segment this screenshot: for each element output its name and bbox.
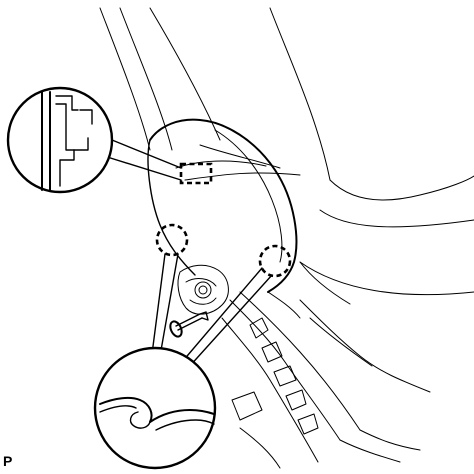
figure-reference-code: P bbox=[3, 453, 13, 469]
claw-marker-lower bbox=[258, 244, 292, 278]
clip-detail-callout bbox=[6, 86, 114, 194]
claw-marker-upper bbox=[155, 223, 189, 257]
top-callout-leader bbox=[103, 139, 182, 181]
bottom-callout-leader bbox=[151, 253, 273, 369]
screw-icon bbox=[169, 311, 209, 338]
clip-marker bbox=[179, 162, 213, 185]
claw-detail-callout bbox=[93, 346, 217, 470]
seatback-outline bbox=[99, 7, 474, 305]
side-shield-cover bbox=[147, 118, 298, 293]
recliner-mechanism bbox=[177, 264, 431, 469]
